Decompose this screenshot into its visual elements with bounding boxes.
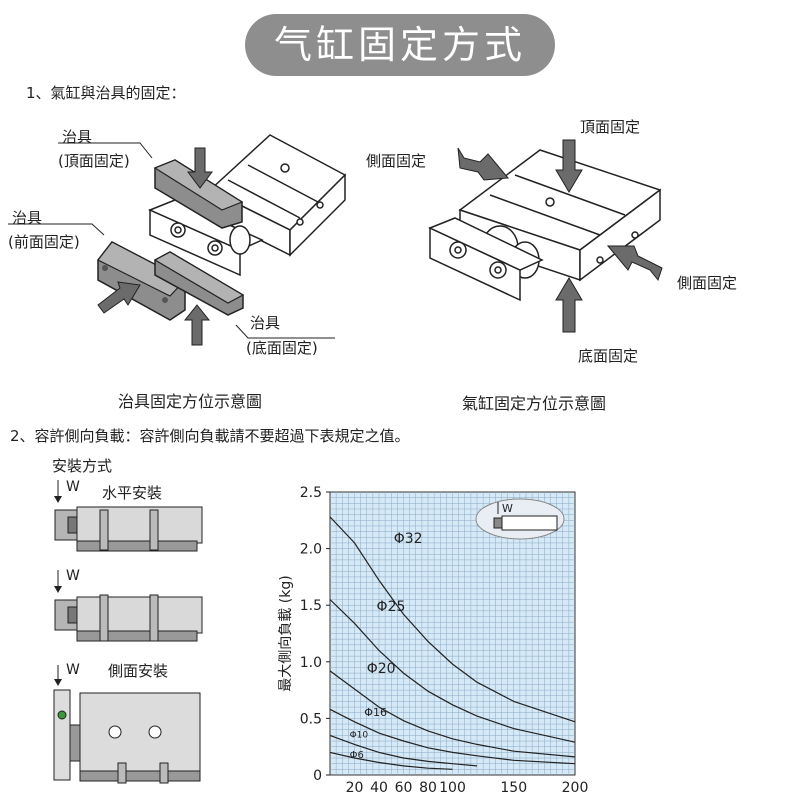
inset-cylinder	[501, 515, 558, 531]
arrow-side-left-icon	[457, 147, 509, 181]
series-label: Φ25	[377, 599, 406, 615]
arrow-down-icon	[187, 147, 213, 189]
series-line	[329, 734, 478, 767]
jig-bottom-sub: (底面固定)	[246, 339, 318, 357]
w-label-1: W	[66, 479, 80, 495]
x-tick-label: 80	[419, 780, 437, 796]
x-tick-label: 40	[370, 780, 388, 796]
caption-left: 治具固定方位示意圖	[118, 392, 263, 411]
x-tick-label: 150	[500, 780, 527, 796]
arrow-side-right-icon	[606, 245, 663, 282]
series-line	[329, 670, 576, 758]
y-tick-label: 0	[313, 768, 322, 784]
series-label: Φ10	[350, 731, 369, 741]
series-line	[329, 599, 576, 743]
jig-top-label: 治具	[62, 128, 93, 146]
series-line	[329, 751, 453, 770]
jig-top-sub: (頂面固定)	[58, 152, 130, 170]
arrow-bottom-icon	[555, 277, 583, 333]
x-tick-label: 60	[395, 780, 413, 796]
x-tick-label: 20	[346, 780, 364, 796]
mounting-diagrams	[53, 480, 203, 784]
mount-horizontal-1	[54, 480, 203, 552]
y-tick-label: 0.5	[300, 711, 322, 727]
series-line	[329, 708, 576, 765]
x-tick-label: 100	[439, 780, 466, 796]
page-title: 气缸固定方式	[245, 14, 555, 76]
x-tick-label: 200	[562, 780, 589, 796]
arrow-right-icon	[97, 281, 141, 314]
mount-side-label: 側面安裝	[108, 662, 169, 680]
inset-w-label: W	[502, 502, 513, 515]
side-label-right: 側面固定	[677, 274, 738, 292]
cylinder-body-left	[208, 134, 347, 257]
y-tick-label: 1.0	[300, 655, 322, 671]
jig-front-sub: (前面固定)	[8, 233, 80, 251]
inset-rod	[493, 517, 503, 529]
y-tick-label: 2.5	[300, 485, 322, 501]
series-label: Φ20	[367, 661, 396, 677]
arrow-top-icon	[555, 139, 583, 193]
jig-bottom-label: 治具	[250, 314, 281, 332]
jig-fixing-diagram	[8, 134, 347, 346]
series-label: Φ32	[394, 531, 423, 547]
section2-heading: 2、容許側向負載：容許側向負載請不要超過下表規定之值。	[10, 427, 410, 445]
y-tick-label: 2.0	[300, 542, 322, 558]
section1-heading: 1、氣缸與治具的固定：	[26, 84, 186, 102]
side-label-left: 側面固定	[366, 152, 427, 170]
series-label: Φ16	[364, 706, 387, 719]
rod-plate-left	[148, 199, 264, 277]
w-label-3: W	[66, 662, 80, 678]
y-tick-label: 1.5	[300, 598, 322, 614]
rod-plate-right	[428, 217, 544, 302]
w-label-2: W	[66, 568, 80, 584]
series-line	[329, 516, 576, 723]
top-label-right: 頂面固定	[580, 118, 641, 136]
mount-horizontal-2	[54, 570, 203, 642]
mount-horizontal-label: 水平安裝	[102, 484, 163, 502]
jig-front-label: 治具	[12, 209, 43, 227]
mount-title: 安裝方式	[52, 457, 113, 475]
cylinder-fixing-diagram	[428, 139, 663, 333]
caption-right: 氣缸固定方位示意圖	[462, 394, 607, 413]
bottom-label-right: 底面固定	[578, 347, 639, 365]
series-label: Φ6	[350, 750, 364, 761]
arrow-up-icon	[183, 304, 211, 346]
mount-side	[53, 665, 201, 784]
y-axis-label: 最大側向負載 (kg)	[278, 575, 294, 691]
